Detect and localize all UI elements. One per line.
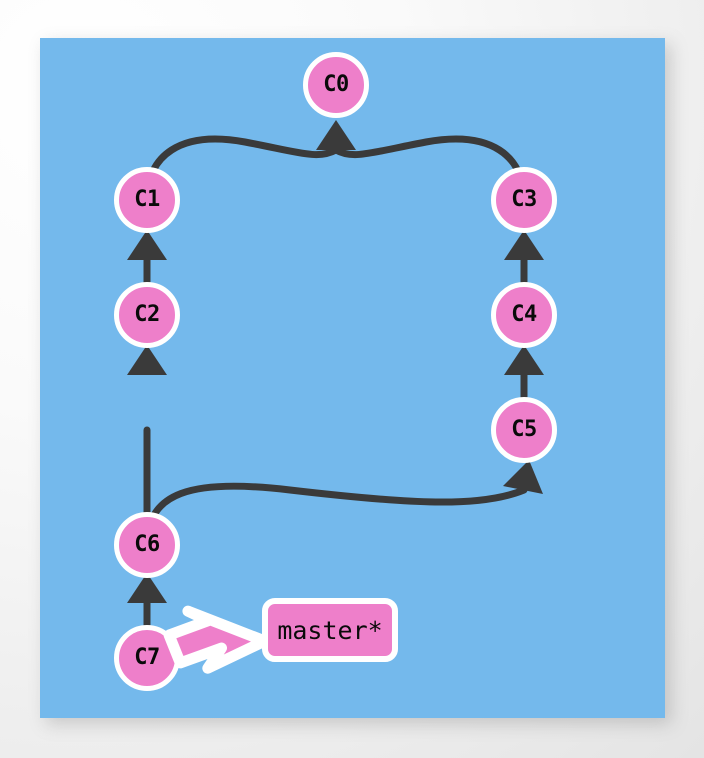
- arrowhead-to-c3: [504, 230, 544, 260]
- commit-node-c4[interactable]: C4: [491, 282, 557, 348]
- commit-label-c4: C4: [511, 302, 537, 327]
- commit-node-c1[interactable]: C1: [114, 167, 180, 233]
- commit-node-c3[interactable]: C3: [491, 167, 557, 233]
- arrowhead-to-c5: [503, 460, 543, 494]
- commit-node-c0[interactable]: C0: [303, 52, 369, 118]
- commit-label-c6: C6: [134, 532, 160, 557]
- git-visualization-panel: C0 C1 C2 C3 C4 C5 C6 C7 master*: [40, 38, 665, 718]
- commit-node-c6[interactable]: C6: [114, 512, 180, 578]
- arrowhead-to-c4: [504, 345, 544, 375]
- commit-label-c5: C5: [511, 417, 537, 442]
- arrowheads: [127, 120, 544, 603]
- commit-label-c0: C0: [323, 72, 349, 97]
- commit-node-c7[interactable]: C7: [114, 625, 180, 691]
- branch-pointer-arrow-icon: [163, 605, 271, 674]
- commit-label-c2: C2: [134, 302, 160, 327]
- commit-label-c7: C7: [134, 645, 160, 670]
- branch-label-master-text: master*: [277, 615, 383, 645]
- arrowhead-to-c2: [127, 345, 167, 375]
- commit-label-c1: C1: [134, 187, 160, 212]
- arrowhead-to-c1: [127, 230, 167, 260]
- arrowhead-to-c6: [127, 573, 167, 603]
- edge-c6-to-c5: [143, 482, 528, 549]
- arrowhead-to-c0: [316, 120, 356, 150]
- branch-label-master[interactable]: master*: [262, 598, 398, 662]
- commit-node-c2[interactable]: C2: [114, 282, 180, 348]
- commit-node-c5[interactable]: C5: [491, 397, 557, 463]
- commit-label-c3: C3: [511, 187, 537, 212]
